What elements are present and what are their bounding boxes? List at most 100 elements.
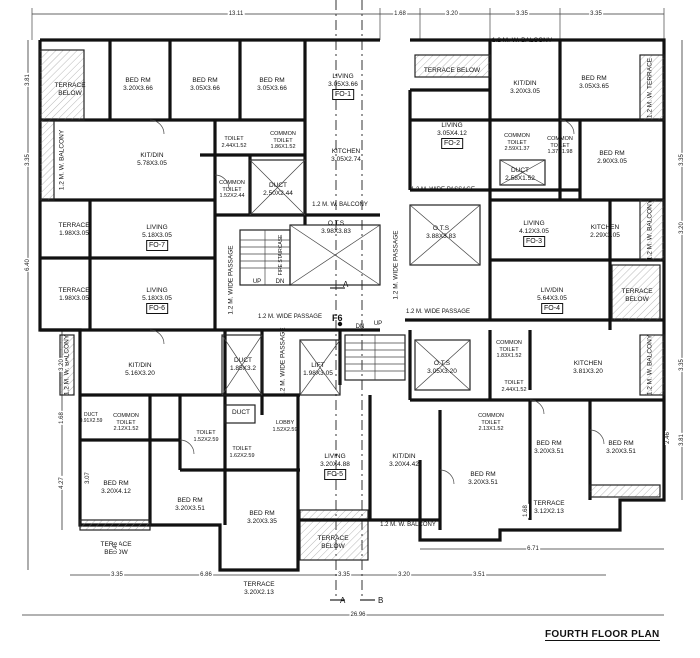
dim-top-2: 3.20 — [445, 11, 459, 17]
stair-centre — [344, 334, 406, 381]
dim-left-7: 0.46 — [113, 541, 119, 555]
dim-right-3: 2.46 — [665, 431, 671, 445]
dim-top-1: 1.68 — [393, 11, 407, 17]
floor-mark: F6 — [332, 313, 343, 323]
room-terrace-r: 1.2 M. W. TERRACE — [646, 57, 654, 119]
balcony-right2-label: 1.2 M. W. BALCONY — [646, 334, 654, 396]
duct-b-box — [221, 334, 263, 396]
section-markers — [330, 287, 375, 601]
section-a-top: A — [343, 280, 349, 289]
dim-right-1: 3.20 — [679, 221, 685, 235]
room-terrace-below-r: TERRACE BELOW — [621, 288, 653, 303]
passage-vert-l2: 1.2 M. WIDE PASSAGE — [279, 327, 287, 397]
room-terrace-below-tl: TERRACE BELOW — [54, 82, 86, 97]
dim-bottom-5: 6.71 — [526, 546, 540, 552]
stair-left — [239, 229, 291, 286]
balcony-right2-hatch — [639, 334, 665, 396]
balcony-bottom-label: 1.2 M. W. BALCONY — [380, 522, 436, 528]
terrace-below-bc-hatch — [299, 509, 369, 561]
dim-right-4: 3.81 — [679, 433, 685, 447]
passage-mid-r: 1.2 M. WIDE PASSAGE — [406, 309, 470, 315]
terrace-below-tl-hatch — [39, 49, 85, 121]
section-a-bottom: A — [340, 596, 346, 605]
room-terrace-below-bc: TERRACE BELOW — [317, 535, 349, 550]
dim-left-1: 3.35 — [25, 153, 31, 167]
terrace-below-r-hatch — [611, 264, 661, 321]
dim-left-6: 4.27 — [59, 476, 65, 490]
balcony-left-hatch — [39, 119, 55, 201]
left-wing-walls — [38, 38, 380, 572]
plan-title: FOURTH FLOOR PLAN — [545, 629, 660, 641]
dim-top-4: 3.35 — [589, 11, 603, 17]
lift-box — [299, 339, 341, 396]
dim-overall: 26.96 — [349, 612, 367, 618]
duct-c-box — [224, 404, 256, 424]
room-duct-c: DUCT — [231, 409, 251, 416]
ots-b-box — [409, 204, 481, 266]
terrace-below-bl-hatch — [79, 519, 151, 531]
dim-bottom-3: 3.20 — [397, 572, 411, 578]
dim-right-0: 3.35 — [679, 153, 685, 167]
dim-right-5: 1.68 — [523, 504, 529, 518]
dim-bottom-4: 3.51 — [472, 572, 486, 578]
dim-left-0: 3.81 — [25, 73, 31, 87]
stair-dn-label: DN — [275, 279, 285, 285]
duct-e-box — [499, 159, 546, 186]
dim-right-2: 3.35 — [679, 358, 685, 372]
room-balcony-tr: 1.2 M. W. BALCONY — [491, 37, 553, 44]
dim-left-2: 6.40 — [25, 258, 31, 272]
dim-bottom-1: 6.86 — [199, 572, 213, 578]
passage-vert-l: 1.2 M. WIDE PASSAGE — [227, 245, 235, 315]
terrace-r-hatch — [639, 54, 665, 121]
passage-top-r: 1.2 M. WIDE PASSAGE — [411, 187, 475, 193]
stair-dn-label-c: DN — [355, 324, 365, 330]
fire-staircase-label: FIRE STAIRCASE — [278, 234, 284, 276]
door-swings — [149, 119, 605, 485]
dim-top-0: 13.11 — [227, 11, 245, 17]
dim-bottom-0: 3.35 — [110, 572, 124, 578]
